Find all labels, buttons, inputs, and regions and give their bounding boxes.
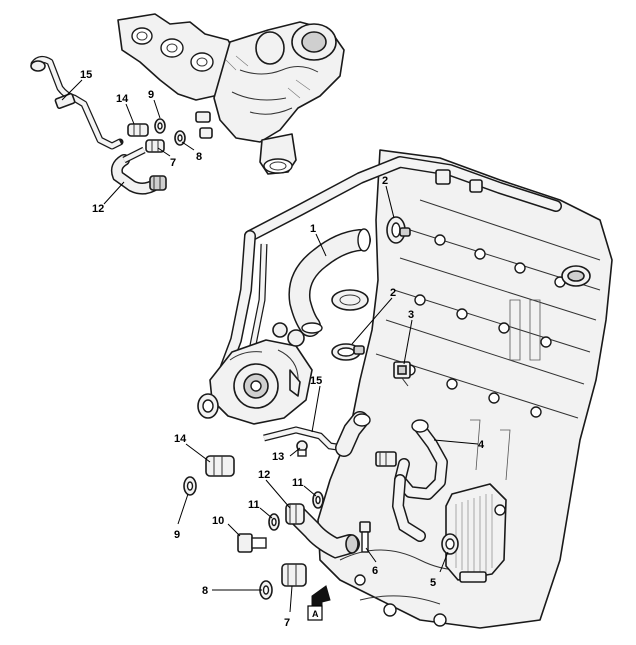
callout-14-bottom: 14 <box>174 433 187 445</box>
washer-9-main <box>183 476 197 496</box>
coolant-tube-frame <box>218 156 562 378</box>
callout-3: 3 <box>408 309 414 321</box>
callout-4: 4 <box>478 439 485 451</box>
view-arrow-a: A <box>307 585 331 621</box>
fitting-7-main <box>281 563 307 587</box>
bolt-6 <box>359 521 371 553</box>
oil-feed-pipe-top <box>30 55 124 150</box>
washer-8-top <box>174 130 186 146</box>
callout-7-top: 7 <box>170 157 176 169</box>
callout-5: 5 <box>430 577 436 589</box>
fitting-14-top <box>127 123 149 137</box>
oil-cooler-5 <box>441 483 507 583</box>
callout-11-b: 11 <box>292 477 304 489</box>
callout-13: 13 <box>272 451 284 463</box>
callout-7-bottom: 7 <box>284 617 290 629</box>
view-marker-label: A <box>312 609 319 619</box>
callout-14-top: 14 <box>116 93 129 105</box>
callout-12-bottom: 12 <box>258 469 270 481</box>
coolant-hose-1 <box>288 228 371 337</box>
callout-8-top: 8 <box>196 151 202 163</box>
callout-9-bottom: 9 <box>174 529 180 541</box>
turbocharger-manifold-top <box>117 13 345 175</box>
callouts: 15 14 9 7 8 12 1 2 2 3 15 4 14 9 13 12 1… <box>80 69 485 629</box>
callout-15-top: 15 <box>80 69 92 81</box>
washer-9-top <box>154 118 166 134</box>
oil-return-hose-main <box>285 503 360 559</box>
callout-6: 6 <box>372 565 378 577</box>
callout-2-top: 2 <box>382 175 388 187</box>
leader-lines <box>61 79 479 613</box>
callout-11-a: 11 <box>248 499 260 511</box>
oil-feed-pipe-main <box>263 411 371 457</box>
bolt-10 <box>237 533 267 553</box>
bolt-13 <box>296 440 308 457</box>
hose-clamp-2-mid <box>331 343 365 361</box>
callout-9-top: 9 <box>148 89 154 101</box>
hose-clamp-2-top <box>386 216 411 244</box>
callout-2-mid: 2 <box>390 287 396 299</box>
bracket-3 <box>393 361 411 387</box>
oil-return-hose-top <box>110 146 167 195</box>
callout-1: 1 <box>310 223 316 235</box>
callout-10: 10 <box>212 515 224 527</box>
coolant-pipe-4 <box>375 419 448 542</box>
callout-15-bottom: 15 <box>310 375 322 387</box>
callout-12-top: 12 <box>92 203 104 215</box>
turbocharger-main <box>197 322 313 425</box>
engine-block <box>317 149 613 629</box>
callout-8-bottom: 8 <box>202 585 208 597</box>
fitting-14-main <box>205 455 235 477</box>
